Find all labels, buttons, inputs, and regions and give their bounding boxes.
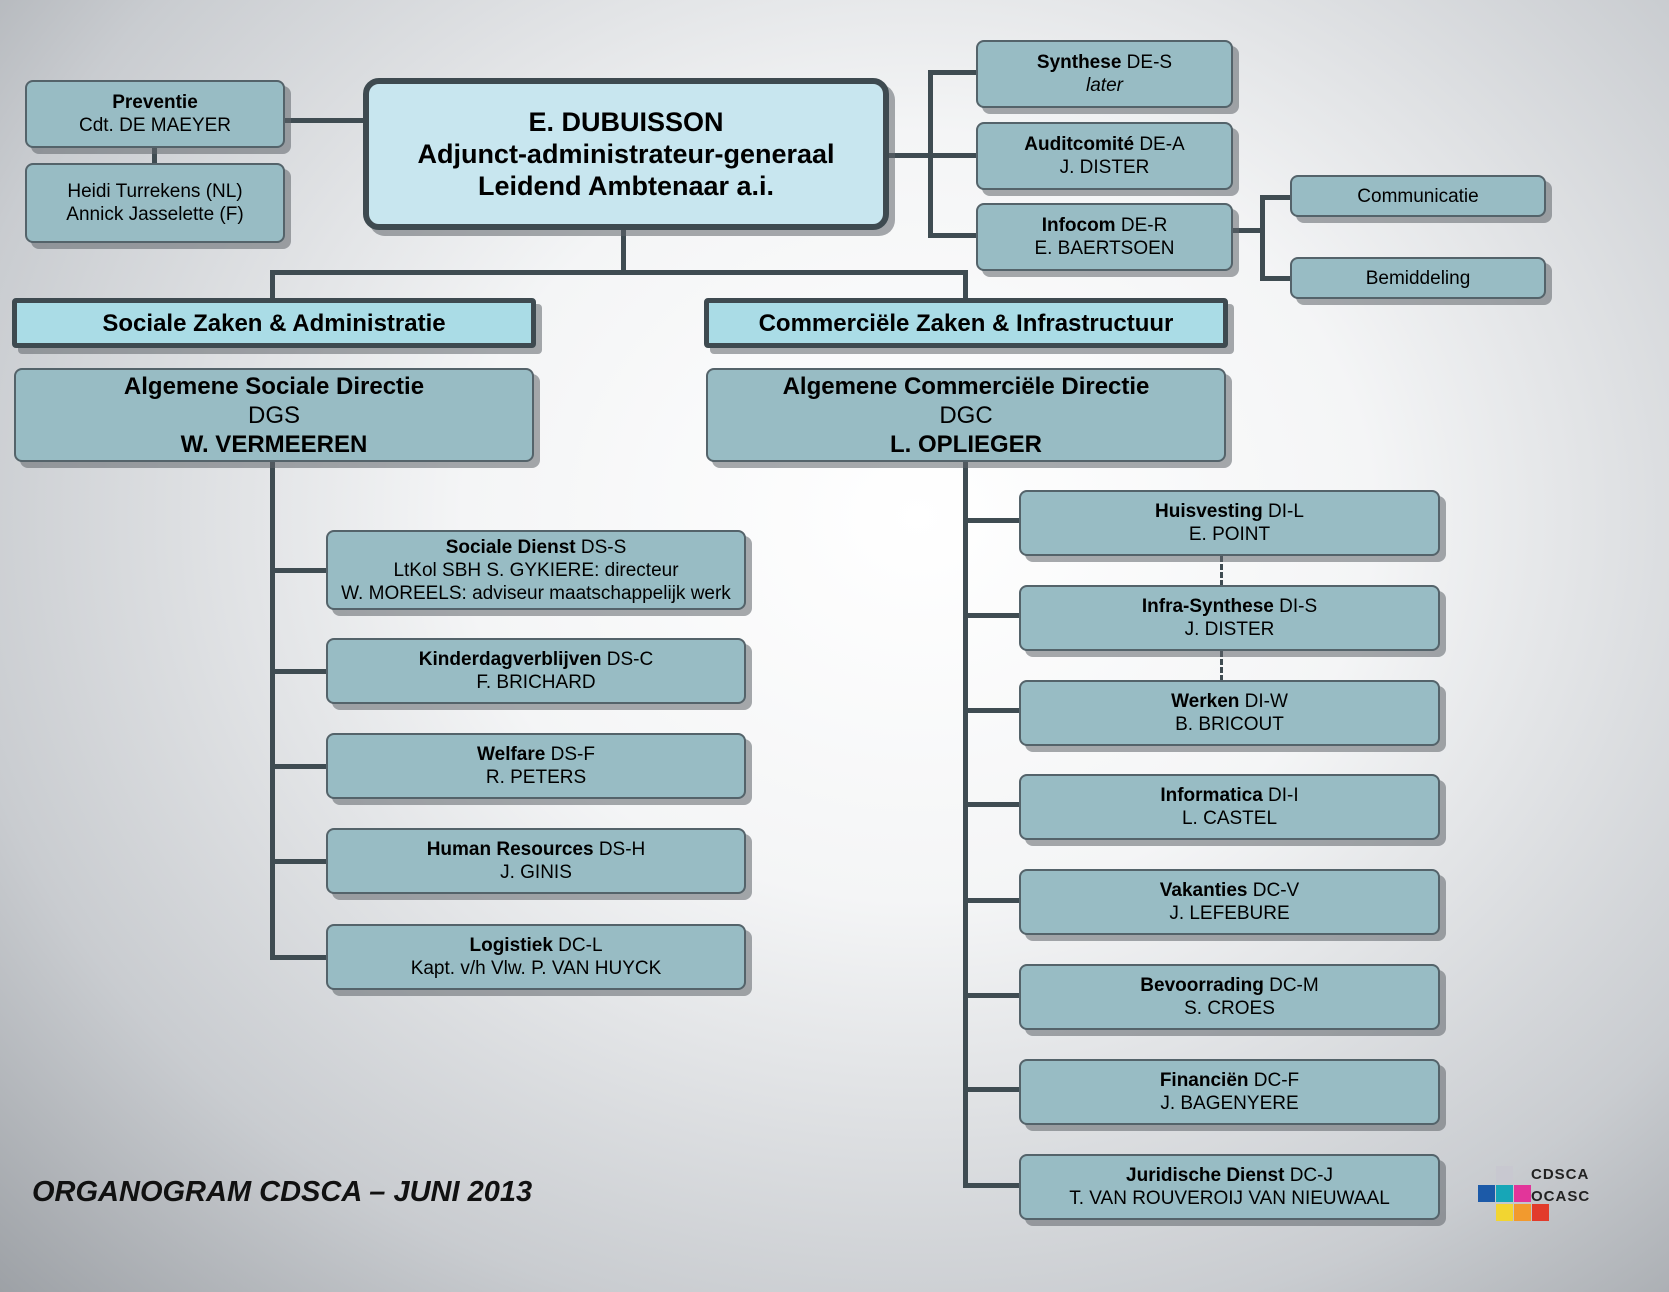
infocom-sub-bemiddeling: Bemiddeling	[1290, 257, 1546, 299]
connector	[928, 70, 976, 75]
staff-box-infocom: Infocom DE-R E. BAERTSOEN	[976, 203, 1233, 271]
connector	[963, 1183, 1019, 1188]
connector	[928, 153, 976, 158]
unit-vakanties: Vakanties DC-V J. LEFEBURE	[1019, 869, 1440, 935]
unit-infra-synthese: Infra-Synthese DI-S J. DISTER	[1019, 585, 1440, 651]
ceo-title: Adjunct-administrateur-generaal	[417, 139, 835, 169]
branch-right: Commerciële Zaken & Infrastructuur	[704, 298, 1228, 348]
unit-informatica: Informatica DI-I L. CASTEL	[1019, 774, 1440, 840]
logo-text-cdsca: CDSCA	[1531, 1166, 1590, 1183]
branch-left: Sociale Zaken & Administratie	[12, 298, 536, 348]
connector	[963, 1087, 1019, 1092]
unit-huisvesting: Huisvesting DI-L E. POINT	[1019, 490, 1440, 556]
ceo-box: E. DUBUISSON Adjunct-administrateur-gene…	[363, 78, 889, 230]
staff-person: J. DISTER	[1059, 157, 1150, 178]
staff-label: Infocom DE-R	[1041, 215, 1168, 236]
unit-logistiek: Logistiek DC-L Kapt. v/h Vlw. P. VAN HUY…	[326, 924, 746, 990]
preventie-box: Preventie Cdt. DE MAEYER	[25, 80, 285, 148]
staff-label: Auditcomité DE-A	[1024, 134, 1185, 155]
connector	[270, 764, 326, 769]
direction-name: Algemene Sociale Directie	[123, 372, 425, 400]
connector	[270, 270, 968, 275]
connector	[270, 460, 275, 960]
connector	[270, 568, 326, 573]
connector	[270, 859, 326, 864]
trustee-nl: Heidi Turrekens (NL)	[67, 181, 243, 202]
unit-human-resources: Human Resources DS-H J. GINIS	[326, 828, 746, 894]
dashed-connector	[1220, 556, 1223, 586]
connector	[1260, 195, 1265, 279]
staff-person: later	[1086, 75, 1123, 96]
logo-text-ocasc: OCASC	[1531, 1188, 1591, 1205]
preventie-person: Cdt. DE MAEYER	[78, 115, 232, 136]
staff-person: E. BAERTSOEN	[1034, 238, 1175, 259]
connector	[963, 898, 1019, 903]
trustees-box: Heidi Turrekens (NL) Annick Jasselette (…	[25, 163, 285, 243]
unit-juridische-dienst: Juridische Dienst DC-J T. VAN ROUVEROIJ …	[1019, 1154, 1440, 1220]
direction-person: L. OPLIEGER	[889, 430, 1042, 458]
unit-kinderdagverblijven: Kinderdagverblijven DS-C F. BRICHARD	[326, 638, 746, 704]
connector	[1260, 276, 1290, 281]
unit-financien: Financiën DC-F J. BAGENYERE	[1019, 1059, 1440, 1125]
direction-name: Algemene Commerciële Directie	[782, 372, 1150, 400]
connector	[888, 153, 930, 158]
staff-box-auditcomite: Auditcomité DE-A J. DISTER	[976, 122, 1233, 190]
page-title: ORGANOGRAM CDSCA – JUNI 2013	[32, 1176, 533, 1208]
direction-code: DGS	[247, 401, 300, 429]
connector	[963, 993, 1019, 998]
connector	[270, 270, 275, 298]
trustee-f: Annick Jasselette (F)	[66, 204, 244, 225]
connector	[963, 518, 1019, 523]
connector	[963, 270, 968, 298]
preventie-label: Preventie	[112, 92, 198, 113]
connector	[928, 233, 976, 238]
unit-bevoorrading: Bevoorrading DC-M S. CROES	[1019, 964, 1440, 1030]
staff-box-synthese: Synthese DE-S later	[976, 40, 1233, 108]
staff-label: Synthese DE-S	[1036, 52, 1173, 73]
dashed-connector	[1220, 651, 1223, 681]
connector	[1233, 228, 1263, 233]
unit-werken: Werken DI-W B. BRICOUT	[1019, 680, 1440, 746]
connector	[285, 118, 365, 123]
ceo-name: E. DUBUISSON	[528, 107, 724, 137]
ceo-subtitle: Leidend Ambtenaar a.i.	[477, 171, 775, 201]
direction-left: Algemene Sociale Directie DGS W. VERMEER…	[14, 368, 534, 462]
connector	[621, 230, 626, 272]
unit-welfare: Welfare DS-F R. PETERS	[326, 733, 746, 799]
connector	[270, 669, 326, 674]
direction-person: W. VERMEEREN	[180, 430, 368, 458]
direction-code: DGC	[939, 401, 993, 429]
direction-right: Algemene Commerciële Directie DGC L. OPL…	[706, 368, 1226, 462]
connector	[270, 955, 326, 960]
connector	[963, 708, 1019, 713]
connector	[1260, 195, 1290, 200]
connector	[152, 148, 157, 164]
infocom-sub-communicatie: Communicatie	[1290, 175, 1546, 217]
connector	[963, 460, 968, 1188]
connector	[963, 613, 1019, 618]
cdsca-logo: CDSCA OCASC	[1478, 1164, 1618, 1224]
unit-sociale-dienst: Sociale Dienst DS-S LtKol SBH S. GYKIERE…	[326, 530, 746, 610]
connector	[963, 802, 1019, 807]
